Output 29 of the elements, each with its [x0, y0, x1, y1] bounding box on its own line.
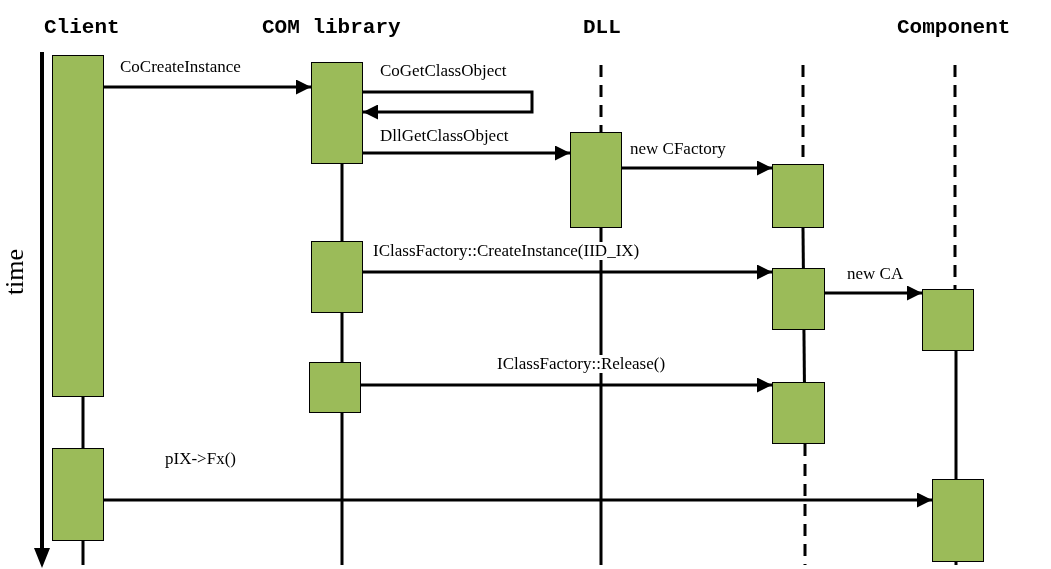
- activation-bar: [772, 268, 825, 330]
- activation-bar: [772, 382, 825, 444]
- lifeline-header: COM library: [262, 16, 401, 39]
- message-arrow: [104, 79, 311, 95]
- message-label: new CFactory: [628, 140, 728, 158]
- message-label: pIX->Fx(): [163, 450, 238, 468]
- message-arrow: [363, 145, 570, 161]
- message-arrow: [825, 285, 922, 301]
- message-arrow: [363, 90, 534, 120]
- message-arrow: [361, 377, 772, 393]
- message-label: DllGetClassObject: [378, 127, 511, 145]
- message-arrow: [104, 492, 932, 508]
- message-label: IClassFactory::Release(): [495, 355, 668, 373]
- activation-bar: [932, 479, 984, 562]
- activation-bar: [309, 362, 361, 413]
- lifeline-header: Client: [44, 16, 120, 39]
- activation-bar: [52, 55, 104, 397]
- message-arrow: [622, 160, 772, 176]
- lifeline-header: DLL: [583, 16, 621, 39]
- message-arrow: [363, 264, 772, 280]
- lifeline-header: Component: [897, 16, 1011, 39]
- message-label: IClassFactory::CreateInstance(IID_IX): [371, 242, 642, 260]
- activation-bar: [772, 164, 824, 228]
- message-label: CoGetClassObject: [378, 62, 509, 80]
- activation-bar: [570, 132, 622, 228]
- activation-bar: [52, 448, 104, 541]
- activation-bar: [922, 289, 974, 351]
- activation-bar: [311, 241, 363, 313]
- activation-bar: [311, 62, 363, 164]
